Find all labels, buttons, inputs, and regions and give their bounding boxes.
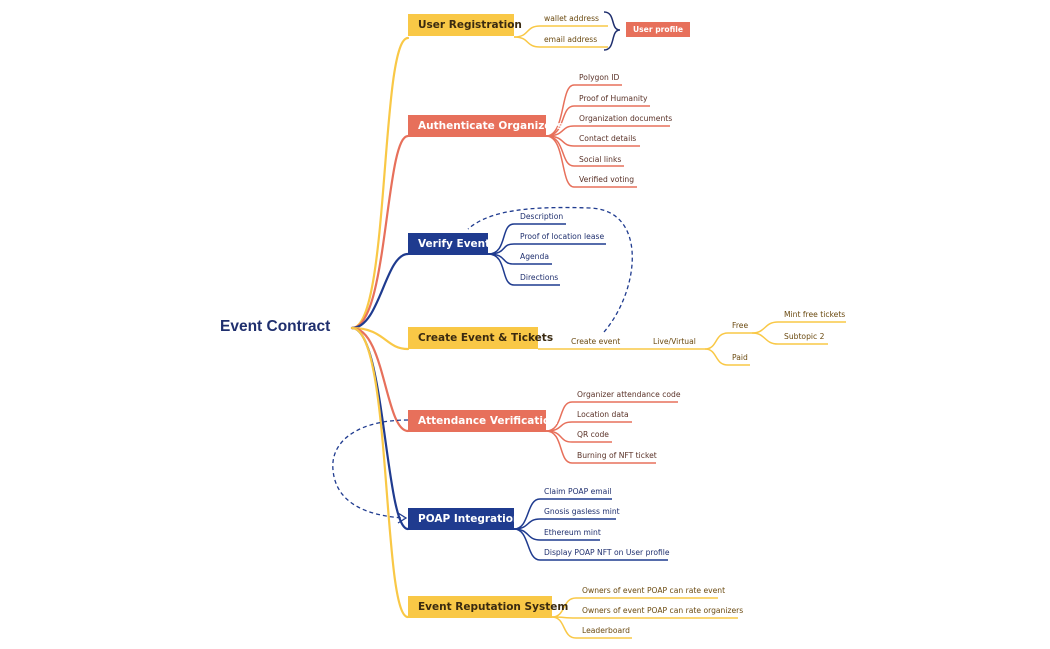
topic-rate-event: Owners of event POAP can rate event: [582, 586, 726, 595]
topic-qr-code: QR code: [577, 430, 609, 439]
topic-social-links: Social links: [579, 155, 622, 164]
topic-organization-documents: Organization documents: [579, 114, 673, 123]
topic-location-data: Location data: [577, 410, 629, 419]
dashed-link-create-to-verify: [467, 206, 633, 333]
topic-free: Free: [732, 321, 749, 330]
topic-live-virtual: Live/Virtual: [653, 337, 696, 346]
connector-verify-event: [350, 252, 410, 330]
topic-burning-of-nft-ticket: Burning of NFT ticket: [577, 451, 657, 460]
topic-ethereum-mint: Ethereum mint: [544, 528, 601, 537]
branch-verify-event[interactable]: Verify Event: [408, 233, 490, 255]
topic-description: Description: [520, 212, 564, 221]
topic-proof-of-humanity: Proof of Humanity: [579, 94, 648, 103]
topic-create-event: Create event: [571, 337, 621, 346]
branch-create-event-tickets[interactable]: Create Event & Tickets: [408, 327, 553, 349]
topic-email-address: email address: [544, 35, 598, 44]
connector-attendance-verification: [350, 326, 410, 433]
topic-mint-free-tickets: Mint free tickets: [784, 310, 846, 319]
topic-display-poap-nft: Display POAP NFT on User profile: [544, 548, 670, 557]
topic-wallet-address: wallet address: [544, 14, 599, 23]
topic-gnosis-gasless-mint: Gnosis gasless mint: [544, 507, 620, 516]
topic-contact-details: Contact details: [579, 134, 637, 143]
connector-user-registration: [350, 36, 410, 330]
brace-user-profile: [603, 11, 621, 51]
topic-directions: Directions: [520, 273, 559, 282]
topic-organizer-attendance-code: Organizer attendance code: [577, 390, 681, 399]
branch-authenticate-organizers[interactable]: Authenticate Organizers: [408, 115, 563, 137]
user-profile-tag: User profile: [626, 22, 691, 37]
branch-poap-integration[interactable]: POAP Integration: [408, 508, 520, 530]
topic-polygon-id: Polygon ID: [579, 73, 620, 82]
topic-paid: Paid: [732, 353, 748, 362]
branch-attendance-verification[interactable]: Attendance Verification: [408, 410, 558, 432]
topic-verified-voting: Verified voting: [579, 175, 635, 184]
topic-proof-of-location-lease: Proof of location lease: [520, 232, 605, 241]
topic-subtopic-2: Subtopic 2: [784, 332, 825, 341]
topic-agenda: Agenda: [520, 252, 549, 261]
branch-event-reputation-system[interactable]: Event Reputation System: [408, 596, 568, 618]
topic-rate-organizers: Owners of event POAP can rate organizers: [582, 606, 744, 615]
root-node: Event Contract: [220, 318, 331, 335]
connector-event-reputation: [350, 326, 410, 619]
connector-authenticate-organizers: [350, 134, 410, 330]
connector-poap-integration: [350, 326, 410, 531]
dashed-link-attendance-to-poap: [332, 419, 409, 519]
branch-user-registration[interactable]: User Registration: [408, 14, 522, 36]
connector-create-event: [350, 326, 410, 351]
topic-leaderboard: Leaderboard: [582, 626, 630, 635]
topic-claim-poap-email: Claim POAP email: [544, 487, 612, 496]
